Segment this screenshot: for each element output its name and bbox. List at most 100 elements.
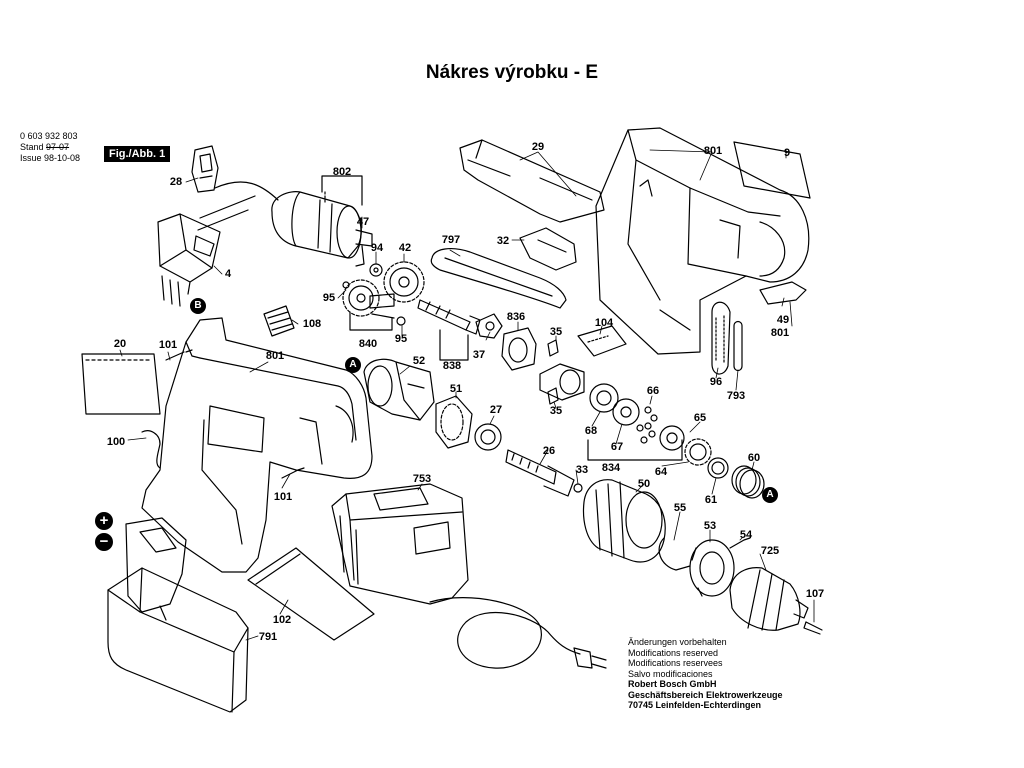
part-switch-bracket (191, 145, 219, 193)
part-35b (547, 387, 559, 405)
part-51 (435, 395, 473, 449)
label-29: 29 (531, 141, 545, 153)
label-101-top: 101 (158, 339, 178, 351)
label-753: 753 (412, 473, 432, 485)
motor-wire (214, 181, 279, 201)
part-label-plate (733, 141, 811, 199)
label-55: 55 (673, 502, 687, 514)
stand-line: Stand 97-07 (20, 142, 70, 152)
label-26: 26 (542, 445, 556, 457)
label-20: 20 (113, 338, 127, 350)
footer-line: Modifications reservees (628, 658, 723, 668)
label-65: 65 (693, 412, 707, 424)
part-number: 0 603 932 803 (20, 131, 78, 141)
part-108 (263, 305, 295, 337)
plus-terminal-icon: + (95, 512, 113, 530)
part-cable-100 (141, 430, 161, 469)
label-27: 27 (489, 404, 503, 416)
charger-cord (429, 596, 581, 669)
label-94: 94 (370, 242, 384, 254)
label-801-top: 801 (703, 145, 723, 157)
label-836: 836 (506, 311, 526, 323)
label-47: 47 (356, 216, 370, 228)
label-32: 32 (496, 235, 510, 247)
issue-value: 98-10-08 (44, 153, 81, 163)
label-60: 60 (747, 452, 761, 464)
part-102 (247, 547, 375, 641)
label-42: 42 (398, 242, 412, 254)
part-66-balls (636, 406, 658, 444)
label-801-clip: 801 (770, 327, 790, 339)
part-61 (707, 457, 729, 479)
label-96: 96 (709, 376, 723, 388)
part-housing-left (141, 317, 373, 573)
label-66: 66 (646, 385, 660, 397)
company-name: Robert Bosch GmbH (628, 679, 717, 689)
label-4: 4 (224, 268, 232, 280)
callout-bracket-834 (587, 439, 683, 461)
label-791: 791 (258, 631, 278, 643)
issue-line: Issue 98-10-08 (20, 153, 81, 163)
label-793: 793 (726, 390, 746, 402)
part-bearing-27 (474, 423, 502, 451)
charger-plug (573, 647, 607, 669)
label-101-bottom: 101 (273, 491, 293, 503)
footer-line: Änderungen vorbehalten (628, 637, 727, 647)
label-37: 37 (472, 349, 486, 361)
part-54 (729, 537, 751, 549)
diagram-title: Nákres výrobku - E (425, 62, 599, 83)
part-battery-791 (107, 517, 249, 713)
part-50 (582, 479, 666, 563)
part-64 (684, 438, 712, 466)
doc-header: 0 603 932 803 Stand 97-07 Issue 98-10-08 (20, 131, 80, 164)
part-55 (658, 537, 691, 571)
part-52 (363, 358, 435, 421)
label-54: 54 (739, 529, 753, 541)
label-838: 838 (442, 360, 462, 372)
label-68: 68 (584, 425, 598, 437)
part-charger-753 (331, 483, 469, 605)
label-100: 100 (106, 436, 126, 448)
stand-value: 97-07 (46, 142, 70, 152)
label-49: 49 (776, 314, 790, 326)
part-49 (759, 281, 807, 305)
part-spindle (505, 449, 575, 497)
part-switch (157, 213, 221, 307)
part-carrier (539, 363, 585, 401)
part-836 (501, 327, 537, 371)
part-motor (271, 191, 373, 267)
part-68 (589, 383, 619, 413)
label-104: 104 (594, 317, 614, 329)
part-screw-101 (165, 349, 193, 361)
part-53 (689, 539, 735, 597)
label-51: 51 (449, 383, 463, 395)
footer-line: Modifications reserved (628, 647, 719, 658)
company-division: Geschäftsbereich Elektrowerkzeuge (628, 689, 783, 700)
label-801-housing: 801 (265, 350, 285, 362)
label-797: 797 (441, 234, 461, 246)
label-95a: 95 (322, 292, 336, 304)
part-gears (342, 261, 425, 326)
label-107: 107 (805, 588, 825, 600)
part-belt (430, 248, 567, 309)
leader-lines (119, 149, 815, 641)
minus-terminal-icon: − (95, 533, 113, 551)
motor-wire-2 (197, 195, 256, 231)
part-chuck-725 (729, 567, 809, 631)
label-802: 802 (332, 166, 352, 178)
label-102: 102 (272, 614, 292, 626)
marker-a-right: A (762, 487, 778, 503)
company-address: 70745 Leinfelden-Echterdingen (628, 700, 762, 710)
part-33 (573, 483, 583, 493)
callout-bracket-840 (349, 311, 393, 331)
label-53: 53 (703, 520, 717, 532)
label-28: 28 (169, 176, 183, 188)
label-95b: 95 (394, 333, 408, 345)
label-50: 50 (637, 478, 651, 490)
label-33: 33 (575, 464, 589, 476)
marker-b: B (190, 298, 206, 314)
callout-bracket-838 (439, 329, 469, 361)
part-spring-60 (731, 465, 765, 499)
footer-notes: Änderungen vorbehalten Modifications res… (628, 637, 783, 711)
